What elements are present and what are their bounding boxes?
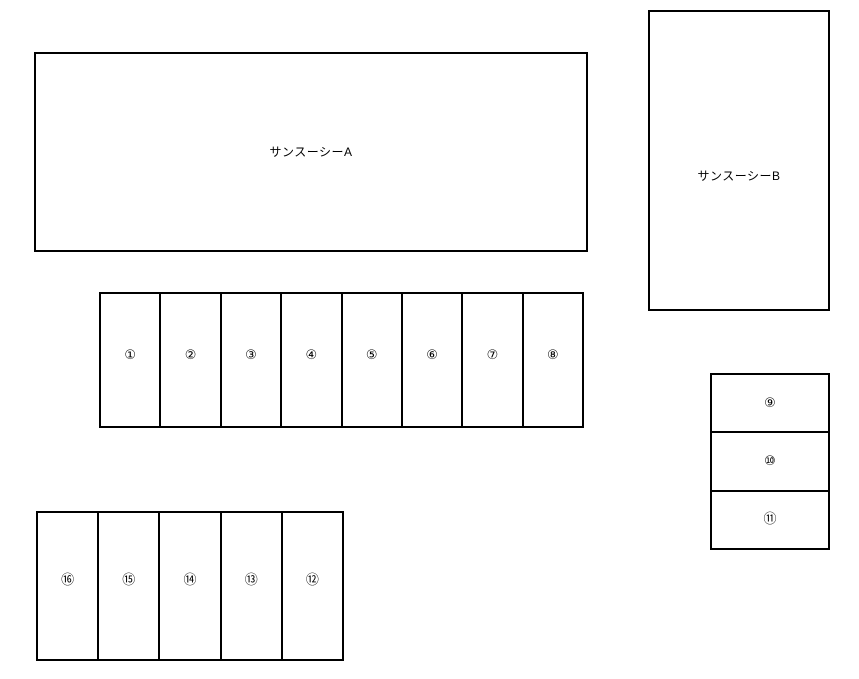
parking-stall-number: ④ — [305, 347, 318, 363]
parking-stall-number: ① — [124, 347, 137, 363]
parking-stall-number: ⑪ — [763, 512, 777, 528]
parking-stall[interactable]: ② — [159, 294, 220, 426]
parking-stall[interactable]: ⑨ — [712, 375, 828, 432]
parking-stall[interactable]: ⑯ — [38, 513, 98, 659]
parking-stall[interactable]: ⑤ — [340, 294, 401, 426]
parking-stall-number: ⑦ — [486, 347, 499, 363]
parking-stack-right: ⑨ ⑩ ⑪ — [710, 373, 830, 550]
parking-stall-number: ⑧ — [546, 347, 559, 363]
parking-stall-number: ② — [184, 347, 197, 363]
parking-stall-number: ⑩ — [764, 453, 776, 469]
parking-stall-number: ⑫ — [305, 572, 319, 588]
parking-stall-number: ⑯ — [61, 572, 75, 588]
parking-stall[interactable]: ① — [101, 294, 160, 426]
parking-row-bottom: ⑯ ⑮ ⑭ ⑬ ⑫ — [36, 511, 344, 661]
parking-stall-number: ③ — [245, 347, 257, 363]
parking-stall-number: ⑤ — [365, 347, 378, 363]
parking-row-top: ① ② ③ ④ ⑤ ⑥ ⑦ ⑧ — [99, 292, 584, 428]
parking-stall[interactable]: ⑧ — [521, 294, 582, 426]
parking-stall-number: ⑬ — [244, 572, 258, 588]
parking-stall[interactable]: ⑮ — [97, 513, 159, 659]
building-b: サンスーシーB — [648, 10, 830, 311]
parking-stall[interactable]: ⑥ — [400, 294, 462, 426]
parking-stall-number: ⑥ — [426, 347, 438, 363]
building-a: サンスーシーA — [34, 52, 588, 252]
parking-stall[interactable]: ⑦ — [461, 294, 522, 426]
parking-stall[interactable]: ③ — [219, 294, 281, 426]
parking-stall[interactable]: ⑭ — [158, 513, 220, 659]
parking-stall-number: ⑭ — [183, 572, 197, 588]
parking-stall[interactable]: ④ — [280, 294, 341, 426]
parking-stall[interactable]: ⑩ — [712, 431, 828, 490]
parking-stall-number: ⑮ — [122, 572, 136, 588]
parking-stall-number: ⑨ — [764, 395, 776, 411]
parking-stall[interactable]: ⑫ — [280, 513, 343, 659]
parking-stall[interactable]: ⑪ — [712, 489, 828, 548]
parking-stall[interactable]: ⑬ — [219, 513, 281, 659]
building-a-label: サンスーシーA — [269, 145, 353, 159]
building-b-label: サンスーシーB — [697, 168, 781, 183]
